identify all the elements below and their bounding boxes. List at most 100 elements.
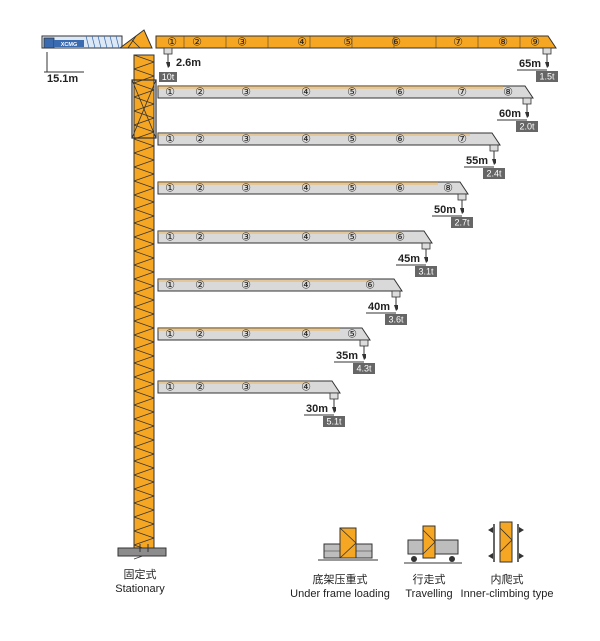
tip-load-badge <box>353 363 375 374</box>
jib-section-3: ③ <box>241 328 251 340</box>
tip-load-badge <box>323 416 345 427</box>
top-jib-section-4: ④ <box>297 36 307 48</box>
tip-load-badge <box>451 217 473 228</box>
jib-section-7: ⑧ <box>443 182 453 194</box>
tip-load-badge <box>516 121 538 132</box>
inner-climbing-en-label: Inner-climbing type <box>461 588 554 600</box>
jib-section-2: ② <box>195 328 205 340</box>
jib-length-label: 60m <box>499 108 521 120</box>
stationary-en-label: Stationary <box>115 583 165 595</box>
tip-load-value: 4.3t <box>356 363 372 373</box>
jib-section-1: ① <box>165 86 175 98</box>
under-frame-en-label: Under frame loading <box>290 588 390 600</box>
jib-section-3: ③ <box>241 86 251 98</box>
jib-section-5: ⑤ <box>347 231 357 243</box>
jib-bar <box>157 278 403 292</box>
tip-load-value: 2.4t <box>486 168 502 178</box>
jib-section-6: ⑥ <box>395 231 405 243</box>
jib-section-3: ③ <box>241 231 251 243</box>
under-frame-cn-label: 底架压重式 <box>313 572 368 586</box>
top-jib-section-2: ② <box>192 36 202 48</box>
tip-load-value: 3.6t <box>388 314 404 324</box>
jib-bar <box>157 85 534 99</box>
brand-logo-text: XCMG <box>61 42 78 48</box>
jib-section-4: ④ <box>301 279 311 291</box>
tower-mast <box>131 54 157 560</box>
jib-section-1: ① <box>165 133 175 145</box>
jib-section-2: ② <box>195 182 205 194</box>
counter-jib-length: 15.1m <box>47 73 78 85</box>
travelling-cn-label: 行走式 <box>413 573 446 586</box>
jib-section-4: ④ <box>301 133 311 145</box>
jib-section-1: ① <box>165 381 175 393</box>
stationary-cn-label: 固定式 <box>124 567 157 581</box>
top-jib-section-1: ① <box>167 36 177 48</box>
jib-section-2: ② <box>195 86 205 98</box>
jib-section-1: ① <box>165 328 175 340</box>
under-frame-icon <box>318 527 378 561</box>
top-jib-section-6: ⑥ <box>391 36 401 48</box>
jib-section-4: ④ <box>301 86 311 98</box>
jib-section-3: ③ <box>241 182 251 194</box>
jib-bar <box>157 380 341 394</box>
jib-section-2: ② <box>195 381 205 393</box>
counterweight <box>43 37 55 49</box>
jib-section-5: ⑤ <box>347 133 357 145</box>
jib-section-2: ② <box>195 279 205 291</box>
min-radius-hook: 2.6m 10t <box>159 47 201 82</box>
inner-climbing-cn-label: 内爬式 <box>491 572 524 586</box>
counter-jib: XCMG 15.1m <box>41 35 123 85</box>
top-jib-section-9: ⑨ <box>530 36 540 48</box>
tip-load-value: 3.1t <box>418 266 434 276</box>
jib-length-label: 55m <box>466 155 488 167</box>
jib-section-4: ④ <box>301 328 311 340</box>
travelling-icon <box>404 525 462 564</box>
tip-load-value: 5.1t <box>326 416 342 426</box>
stationary-base <box>117 547 167 557</box>
jib-length-label: 45m <box>398 253 420 265</box>
min-radius-load: 10t <box>162 72 175 82</box>
jib-section-4: ④ <box>301 231 311 243</box>
tip-load-value: 1.5t <box>539 71 555 81</box>
jib-section-2: ② <box>195 231 205 243</box>
tip-load-badge <box>536 71 558 82</box>
jib-bar <box>157 327 371 341</box>
min-radius-label: 2.6m <box>176 57 201 69</box>
jib-section-6: ⑥ <box>395 133 405 145</box>
jib-section-5: ⑤ <box>347 86 357 98</box>
tip-load-badge <box>483 168 505 179</box>
jib-section-5: ⑥ <box>365 279 375 291</box>
top-jib-section-5: ⑤ <box>343 36 353 48</box>
tip-load-value: 2.0t <box>519 121 535 131</box>
jib-section-5: ⑤ <box>347 328 357 340</box>
jib-length-label: 50m <box>434 204 456 216</box>
jib-length-label: 40m <box>368 301 390 313</box>
jib-section-8: ⑧ <box>503 86 513 98</box>
tower-head <box>118 29 153 49</box>
jib-section-7: ⑦ <box>457 86 467 98</box>
jib-section-1: ① <box>165 279 175 291</box>
jib-bar <box>157 132 501 146</box>
jib-section-4: ④ <box>301 381 311 393</box>
jib-section-4: ④ <box>301 182 311 194</box>
jib-section-1: ① <box>165 231 175 243</box>
jib-section-3: ③ <box>241 279 251 291</box>
inner-climbing-icon <box>488 521 524 563</box>
tip-load-value: 2.7t <box>454 217 470 227</box>
